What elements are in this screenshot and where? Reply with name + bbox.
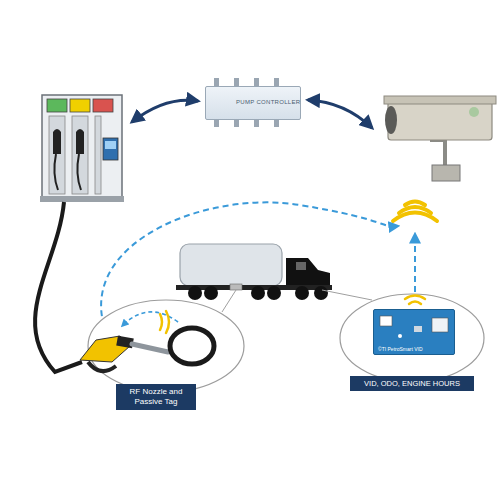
bubble-outline-shape: [340, 294, 484, 382]
vid-device: ©TI PetroSmart VID: [373, 309, 455, 355]
tag-read-path: [122, 312, 178, 326]
callout-bubble: VID, ODO, ENGINE HOURS ©TI PetroSmart VID: [338, 292, 486, 396]
bubble-outline-shape: [88, 300, 244, 392]
wireless-waves: [393, 202, 437, 222]
pump-controller-box: PUMP CONTROLLER: [205, 86, 301, 120]
fuel-nozzle: [80, 336, 168, 371]
node-label: RF Nozzle and Passive Tag: [116, 384, 196, 410]
fuel-dispenser: [40, 95, 124, 202]
passive-tag-ring: [170, 328, 214, 364]
node-label: ©TI PetroSmart VID: [378, 346, 452, 352]
circuit-components: [380, 316, 448, 338]
data-link-arrow: [132, 100, 198, 122]
callout-bubble: RF Nozzle and Passive Tag: [86, 298, 246, 414]
wireless-path: [414, 234, 416, 292]
data-link-arrow: [308, 100, 372, 128]
tanker-truck: [176, 244, 332, 300]
wireless-waves: [160, 311, 169, 333]
node-label: VID, ODO, ENGINE HOURS: [350, 376, 474, 391]
wireless-waves: [405, 296, 425, 305]
fuel-hose: [35, 202, 82, 372]
rf-reader: [384, 96, 496, 181]
leader-line: [322, 290, 372, 300]
leader-line: [222, 290, 236, 312]
node-label: PUMP CONTROLLER: [236, 99, 298, 105]
